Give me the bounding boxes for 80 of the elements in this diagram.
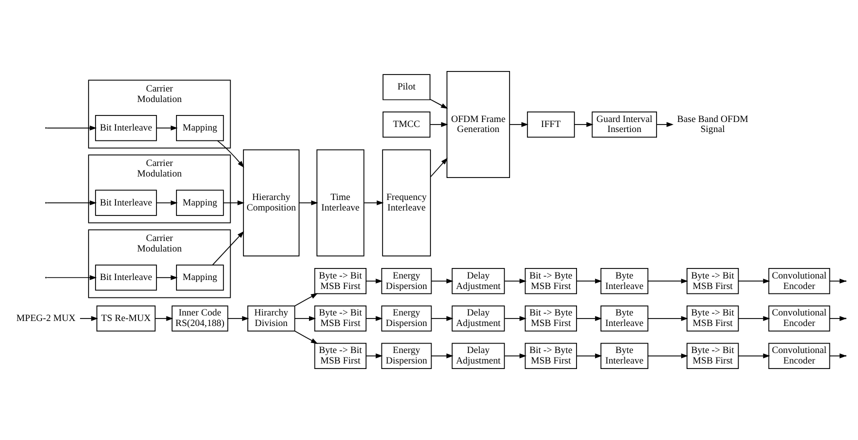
arrow [46, 275, 97, 280]
node-box: Bit Interleave [95, 114, 157, 142]
arrow [366, 316, 383, 321]
arrow [223, 200, 244, 206]
arrow [430, 158, 448, 178]
arrow [648, 316, 688, 321]
arrow [504, 353, 526, 358]
node-box: Byte Interleave [600, 305, 648, 332]
arrow [738, 316, 770, 321]
node-box: Convolutional Encoder [768, 342, 830, 369]
arrow [656, 122, 674, 127]
node-box: Mapping [176, 264, 224, 291]
node-text: MPEG-2 MUX [16, 312, 76, 324]
node-box: Mapping [176, 114, 224, 142]
node-box: Pilot [382, 74, 430, 100]
node-box: Energy Dispersion [381, 342, 432, 369]
arrow [294, 316, 316, 321]
arrow [80, 316, 98, 321]
arrow [431, 353, 454, 358]
arrow [364, 200, 384, 206]
arrow [574, 122, 594, 127]
node-box: Bit -> Byte MSB First [524, 268, 577, 294]
arrow [504, 316, 526, 321]
arrow [648, 278, 688, 284]
arrow [430, 122, 448, 127]
arrow [294, 330, 318, 344]
node-box: Byte -> Bit MSB First [314, 305, 366, 332]
arrow [227, 316, 250, 321]
node-box: TS Re-MUX [96, 305, 156, 332]
node-box: Bit -> Byte MSB First [524, 305, 577, 332]
arrow [576, 316, 602, 321]
node-box: Guard Interval Insertion [592, 112, 658, 138]
arrow [431, 278, 454, 284]
node-box: Energy Dispersion [381, 305, 432, 332]
arrow [576, 353, 602, 358]
node-box: Frequency Interleave [382, 149, 431, 256]
arrow [294, 293, 318, 306]
node-box: Convolutional Encoder [768, 268, 830, 294]
node-box: Delay Adjustment [452, 305, 505, 332]
arrow [217, 140, 244, 168]
node-box: Mapping [176, 190, 224, 216]
node-box: Bit -> Byte MSB First [524, 342, 577, 369]
node-box: Byte Interleave [600, 268, 648, 294]
arrow [509, 122, 528, 127]
node-box: Byte -> Bit MSB First [686, 268, 739, 294]
node-box: Bit Interleave [95, 264, 157, 291]
arrow [430, 98, 448, 109]
arrow [738, 353, 770, 358]
arrow [298, 200, 318, 206]
arrow [738, 278, 770, 284]
arrow [504, 278, 526, 284]
node-box: Delay Adjustment [452, 342, 505, 369]
node-box: Hierarchy Composition [242, 149, 300, 256]
arrow [46, 200, 97, 206]
arrow [212, 231, 244, 266]
node-box: Bit Interleave [95, 190, 157, 216]
node-box: TMCC [382, 112, 430, 138]
arrow [366, 353, 383, 358]
arrow [648, 353, 688, 358]
arrow [576, 278, 602, 284]
arrow [156, 126, 178, 130]
node-box: Time Interleave [316, 149, 364, 256]
arrow [154, 316, 174, 321]
node-box: Delay Adjustment [452, 268, 505, 294]
node-box: Byte Interleave [600, 342, 648, 369]
node-box: OFDM Frame Generation [446, 71, 510, 178]
node-box: Byte -> Bit MSB First [686, 342, 739, 369]
node-box: IFFT [526, 112, 575, 138]
node-box: Byte -> Bit MSB First [314, 342, 366, 369]
arrow [156, 200, 178, 206]
node-box: Inner Code RS(204,188) [172, 305, 228, 332]
node-box: Convolutional Encoder [768, 305, 830, 332]
node-box: Byte -> Bit MSB First [686, 305, 739, 332]
arrow [156, 275, 178, 280]
arrow [431, 316, 454, 321]
arrow [366, 278, 383, 284]
node-box: Energy Dispersion [381, 268, 432, 294]
node-box: Byte -> Bit MSB First [314, 268, 366, 294]
node-text: Base Band OFDM Signal [677, 114, 748, 136]
node-box: Hirarchy Division [247, 305, 296, 332]
